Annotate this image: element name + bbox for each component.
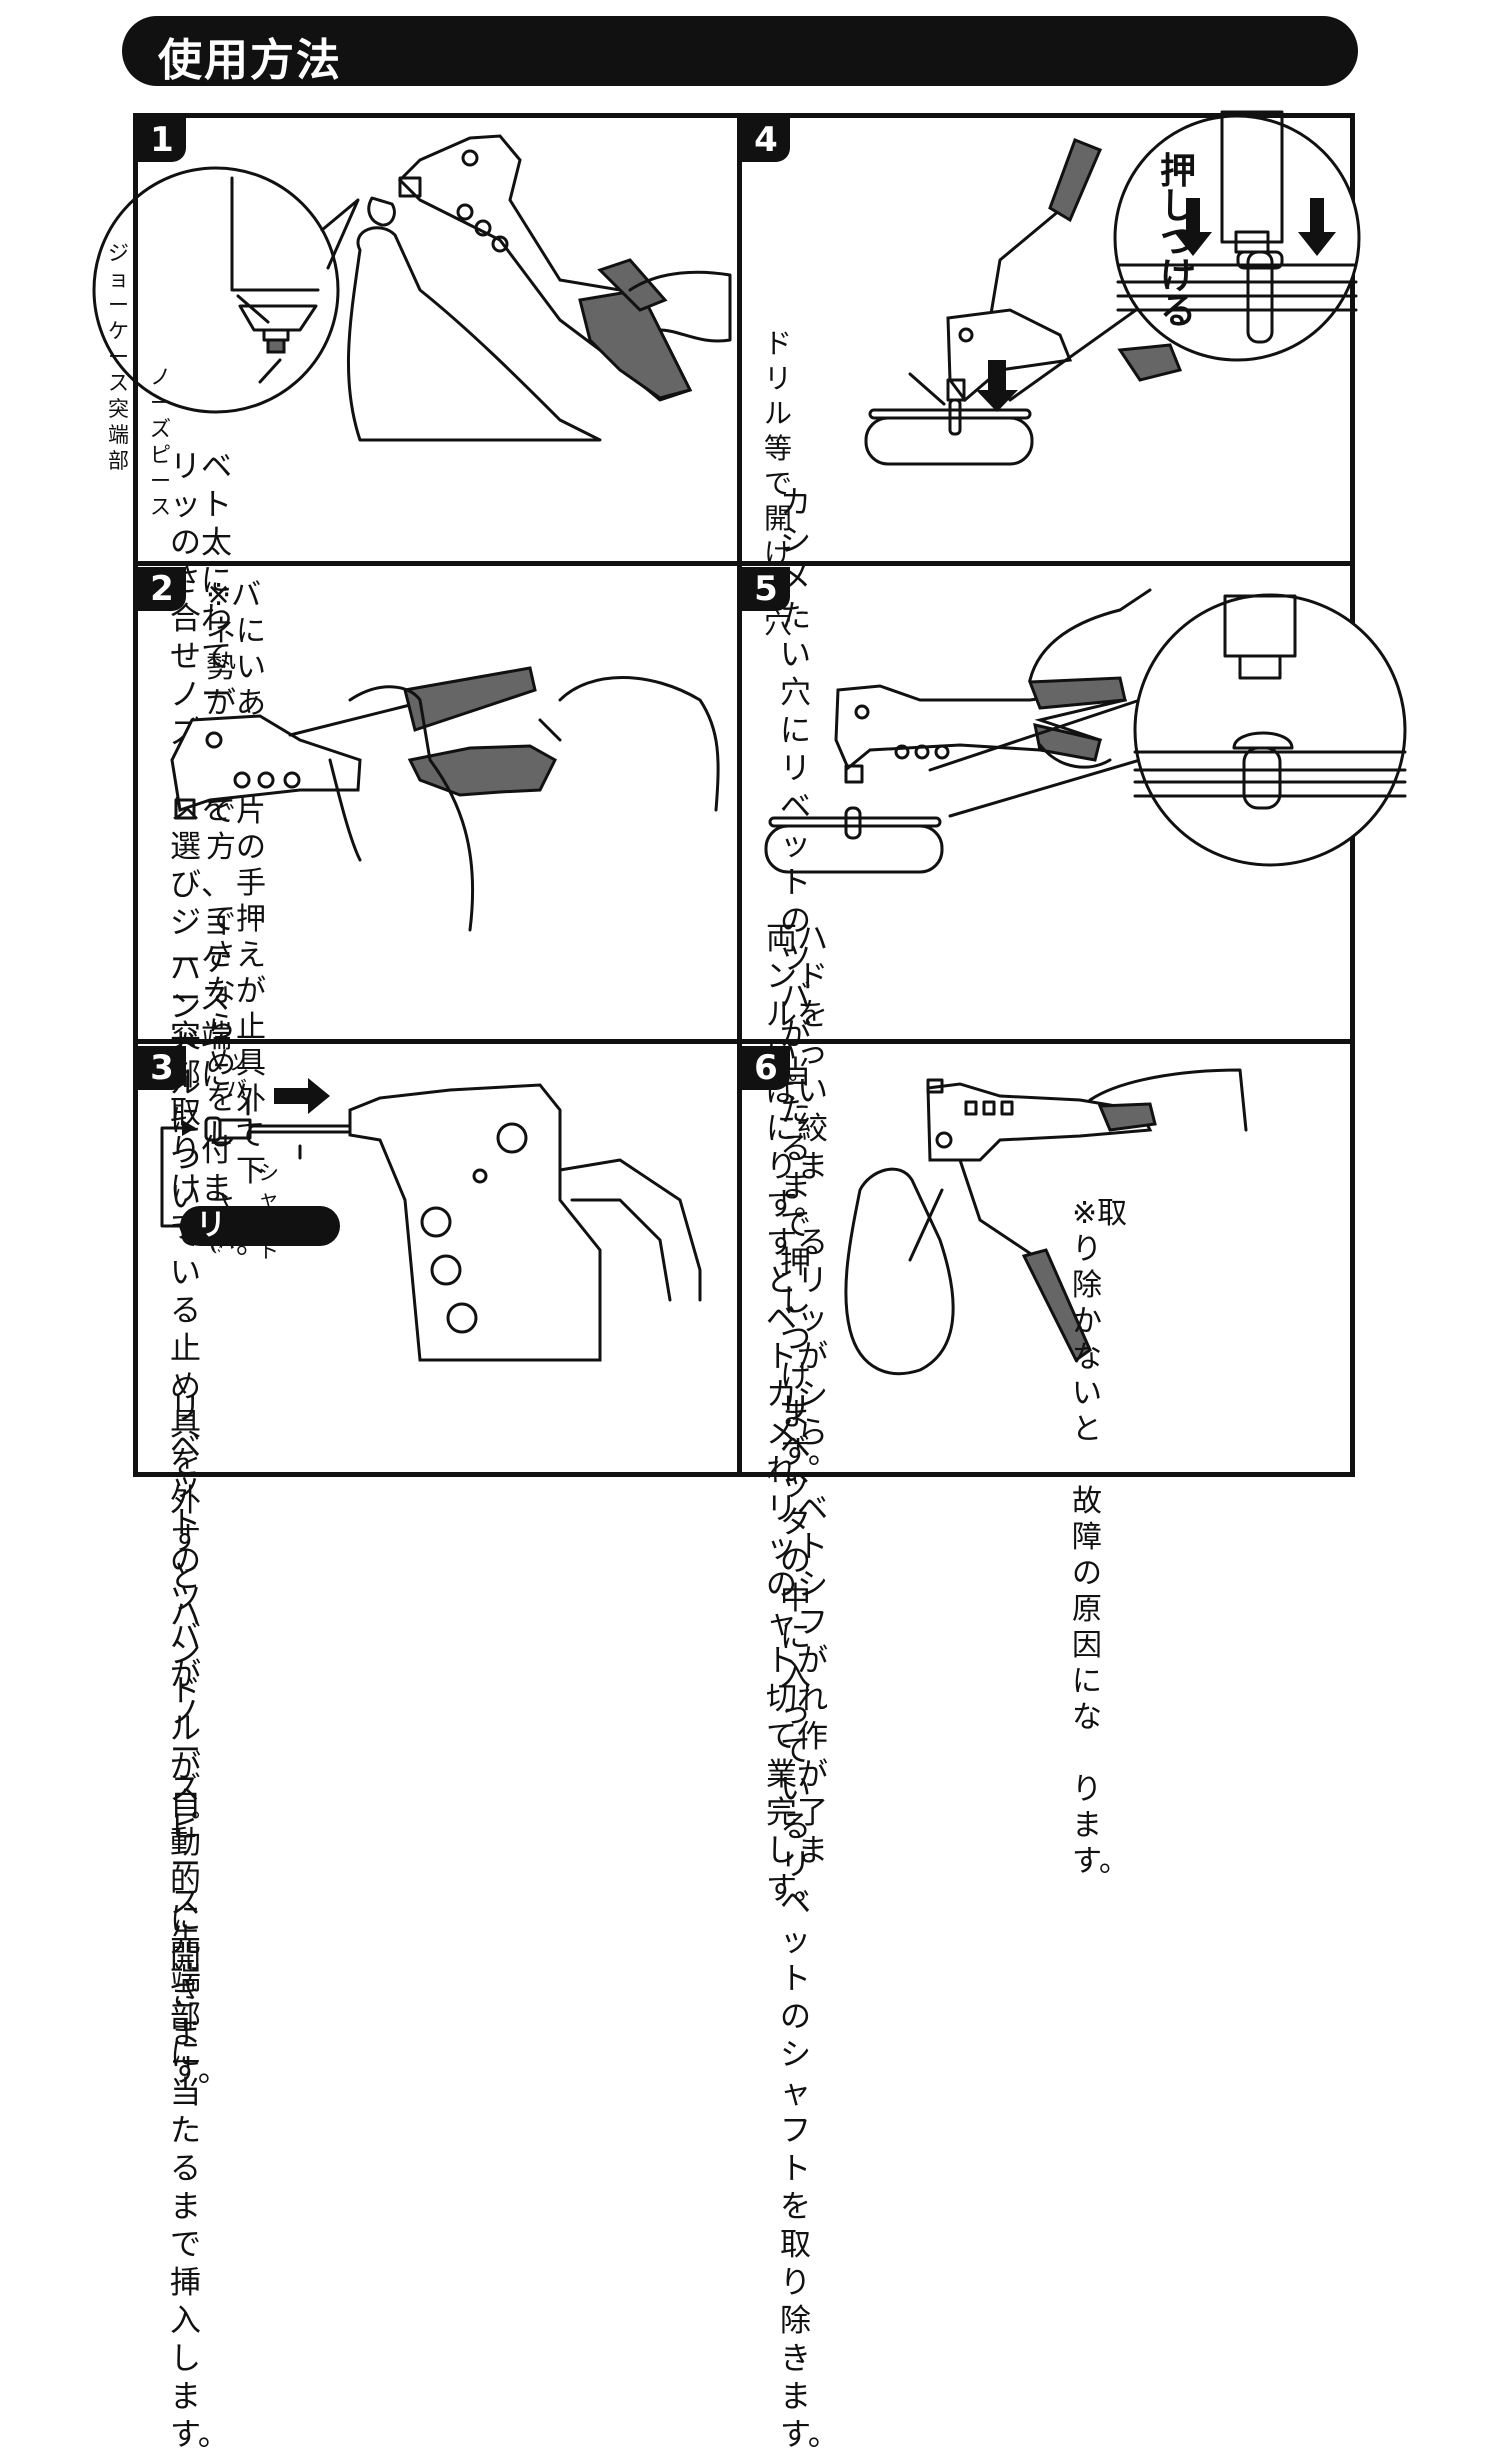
step-3-caption: リベットのツバがノーズピース先端 部に当たるまで挿入します。	[170, 1391, 229, 2453]
step-number: 1	[138, 118, 186, 162]
step-3-illustration	[160, 1078, 702, 1362]
grid-divider-vertical	[737, 113, 742, 1477]
step-1-caption: リベットの太さに合わせてノーズピー スを選び、ジョーケース突端部に取 り付けます…	[170, 449, 232, 1245]
label-rivet: リベット	[196, 1208, 226, 1348]
label-tsuba: ツバ	[226, 1051, 247, 1101]
step-6-illustration	[844, 1068, 1248, 1376]
label-push: 押しつける	[1160, 151, 1197, 332]
page-title: 使用方法	[158, 35, 342, 86]
grid-divider-row-2	[133, 1039, 1355, 1044]
label-nose-piece: ノーズピース	[150, 365, 171, 519]
step-5-illustration	[764, 588, 1407, 874]
step-1-illustration	[92, 134, 732, 442]
step-2-illustration	[170, 666, 720, 932]
step-6-caption: リベッタの中に入っているリベットの シャフトを取り除きます。	[780, 1391, 839, 2453]
step-4-illustration	[864, 110, 1361, 466]
step-number: 5	[742, 567, 790, 611]
grid-divider-row-1	[133, 561, 1355, 566]
step-number: 2	[138, 567, 186, 611]
step-6-note: ※取り除かないと 故障の原因にな ります。	[1072, 1196, 1129, 1879]
label-drilled-hole: ドリル等で 開けた穴	[764, 327, 793, 640]
step-number: 6	[742, 1046, 790, 1090]
label-jaw-case-tip: ジョーケース 突端部	[108, 241, 129, 473]
step-number: 3	[138, 1046, 186, 1090]
step-number: 4	[742, 118, 790, 162]
title-bar: 使用方法	[122, 16, 1358, 86]
label-shaft: シャフト	[258, 1161, 279, 1263]
